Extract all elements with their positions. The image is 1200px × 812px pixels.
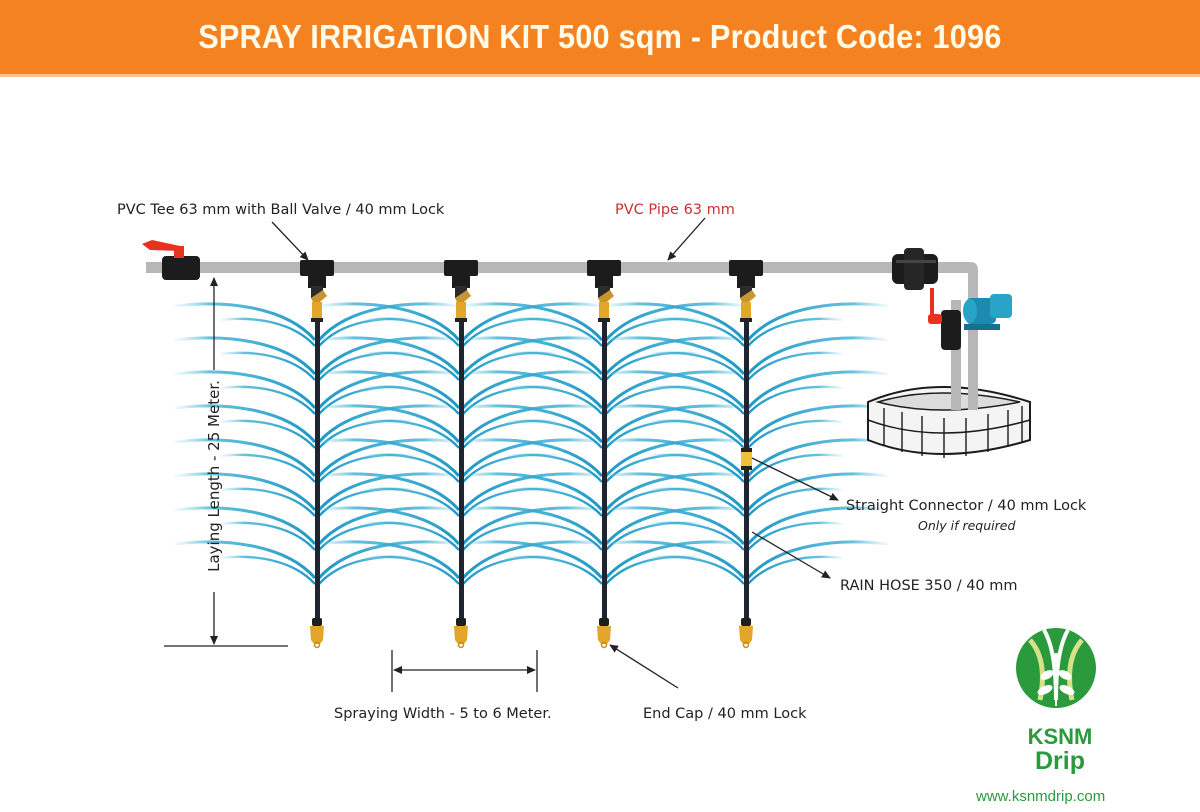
- well-icon: [867, 380, 1031, 458]
- title-banner: SPRAY IRRIGATION KIT 500 sqm - Product C…: [0, 0, 1200, 77]
- laying-length-dimension: [164, 277, 288, 647]
- brand-name-line1: KSNM: [1027, 724, 1093, 749]
- ball-valve-icon: [142, 240, 200, 280]
- rain-hose-label: RAIN HOSE 350 / 40 mm: [840, 578, 1018, 594]
- ksnm-logo-icon: [1016, 628, 1096, 708]
- rain-hoses: [315, 322, 749, 622]
- straight-connector-label: Straight Connector / 40 mm Lock: [846, 498, 1087, 514]
- website-link[interactable]: www.ksnmdrip.com: [976, 788, 1106, 805]
- pump-icon: [963, 294, 1012, 330]
- spray-pattern: [173, 302, 890, 586]
- filter-icon: [892, 248, 938, 290]
- page-title: SPRAY IRRIGATION KIT 500 sqm - Product C…: [198, 18, 1002, 55]
- straight-connector-icon: [741, 448, 752, 470]
- spraying-width-label: Spraying Width - 5 to 6 Meter.: [334, 706, 552, 722]
- end-cap-icon: [309, 617, 754, 649]
- brand-logo: KSNM Drip: [1010, 638, 1110, 775]
- ball-valve-icon: [928, 288, 961, 350]
- laying-length-label: Laying Length - 25 Meter.: [205, 380, 223, 572]
- leader-lines: [271, 217, 839, 689]
- pvc-main-pipe: [146, 262, 968, 273]
- spraying-width-dimension: [391, 650, 538, 692]
- connector-note: Only if required: [918, 518, 1016, 533]
- tee-label: PVC Tee 63 mm with Ball Valve / 40 mm Lo…: [117, 202, 445, 218]
- brand-name-line2: Drip: [1035, 747, 1085, 775]
- pvc-pipe-label: PVC Pipe 63 mm: [615, 202, 735, 218]
- end-cap-label: End Cap / 40 mm Lock: [643, 706, 807, 722]
